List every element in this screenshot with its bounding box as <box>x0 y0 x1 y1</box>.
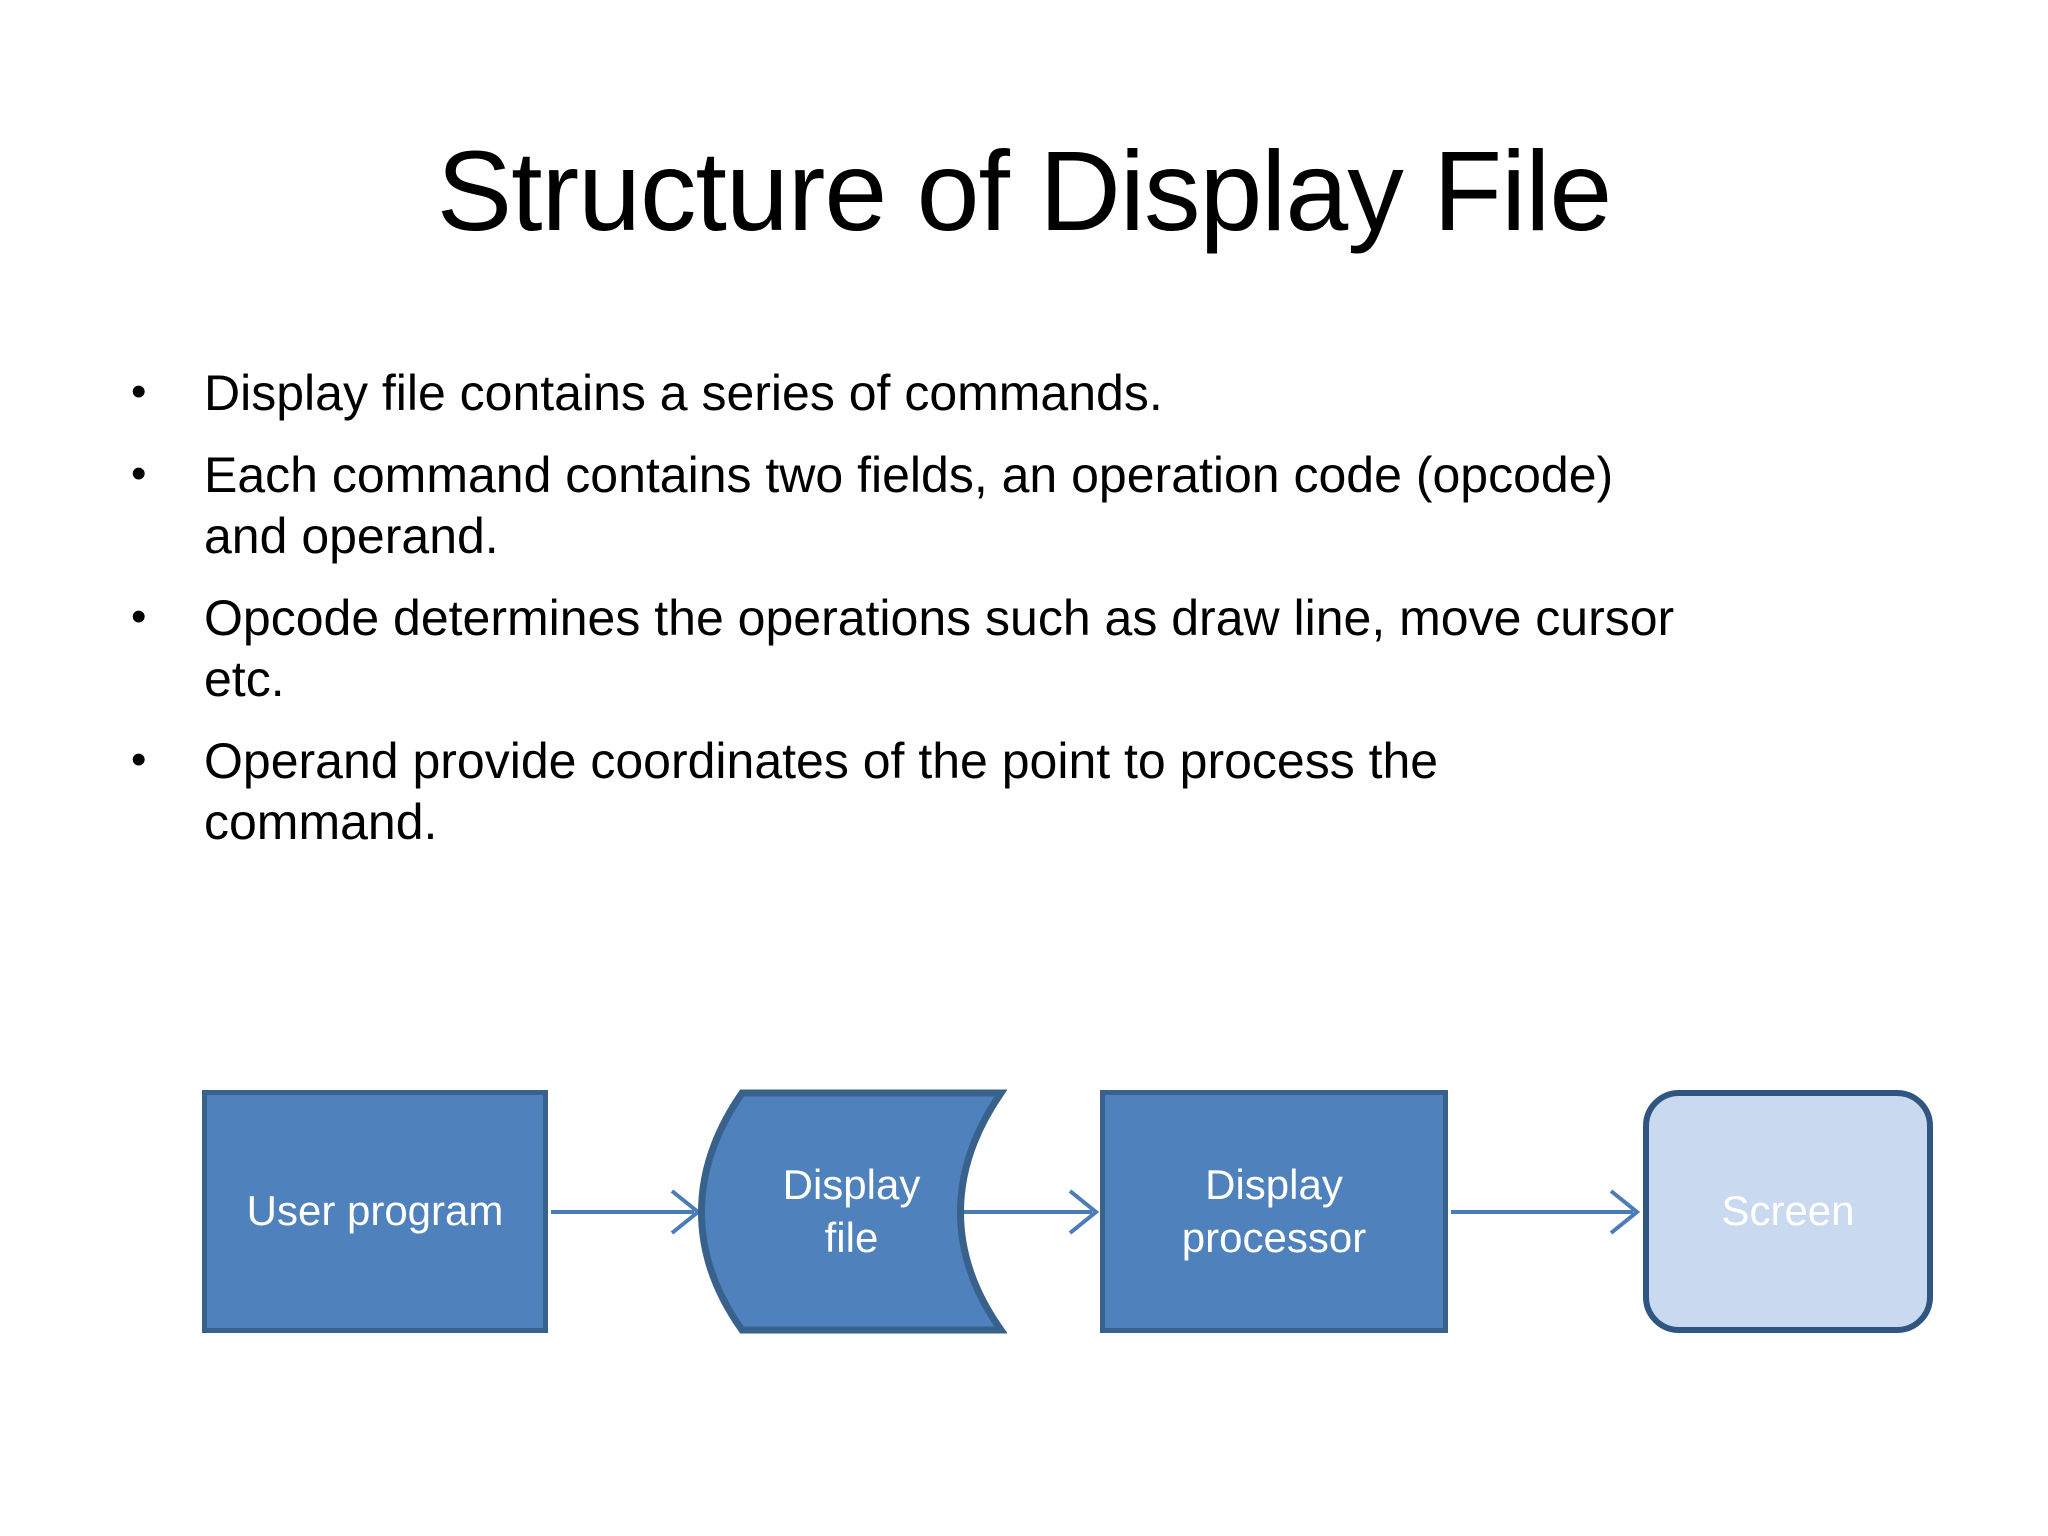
node-screen: Screen <box>1643 1090 1933 1333</box>
arrow-display-processor-to-screen <box>1451 1189 1641 1235</box>
slide-title: Structure of Display File <box>436 128 1612 254</box>
node-screen-label: Screen <box>1721 1187 1855 1235</box>
node-display-file: Display file <box>696 1088 1007 1335</box>
bullet-item-3: Opcode determines the operations such as… <box>131 586 1931 710</box>
node-user-program-label: User program <box>246 1187 504 1235</box>
stored-data-shape <box>698 1089 1007 1334</box>
bullet-item-4: Operand provide coordinates of the point… <box>131 729 1931 853</box>
node-display-file-label: Display file <box>782 1160 921 1261</box>
node-user-program: User program <box>202 1090 548 1333</box>
node-display-processor-label: Display processor <box>1181 1160 1367 1261</box>
bullet-item-1: Display file contains a series of comman… <box>131 361 1931 424</box>
bullet-item-2: Each command contains two fields, an ope… <box>131 443 1931 567</box>
node-display-processor: Display processor <box>1100 1090 1448 1333</box>
bullet-list: Display file contains a series of comman… <box>131 361 1931 874</box>
arrow-user-program-to-display-file <box>551 1189 702 1235</box>
